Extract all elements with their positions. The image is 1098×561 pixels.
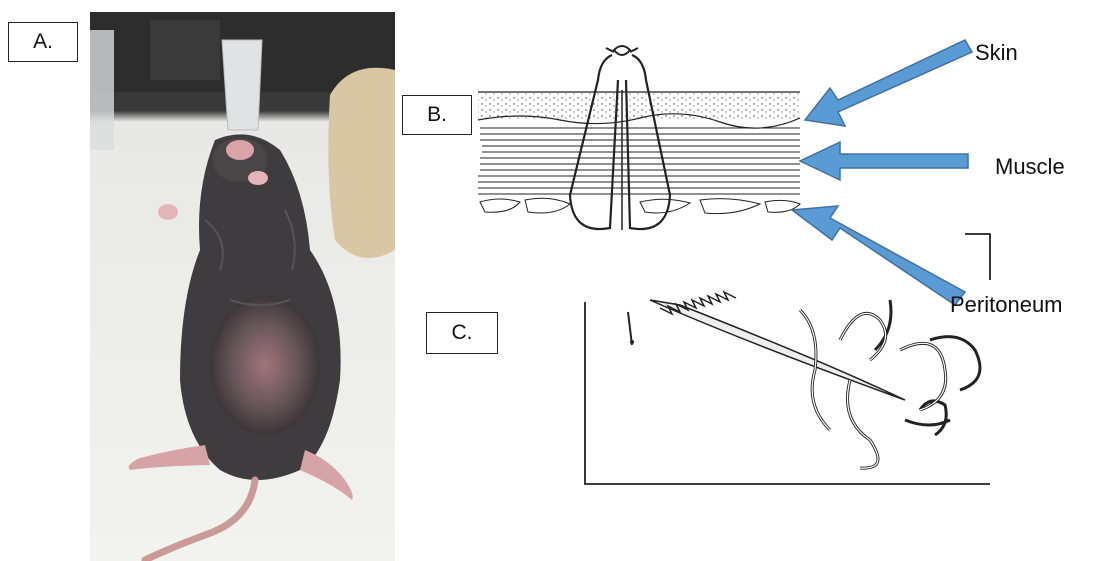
panel-label-c: C.: [426, 312, 498, 354]
tissue-layer-drawing: [478, 46, 800, 230]
arrow-to-muscle: [800, 142, 968, 180]
label-muscle: Muscle: [995, 154, 1065, 180]
label-peritoneum: Peritoneum: [950, 292, 1063, 318]
panel-label-b: B.: [402, 95, 472, 135]
arrow-to-skin: [805, 40, 972, 126]
mouse-photo: [90, 12, 395, 561]
label-skin: Skin: [975, 40, 1018, 66]
arrow-to-peritoneum: [792, 206, 965, 305]
running-suture-drawing: [585, 234, 990, 484]
panel-label-a: A.: [8, 22, 78, 62]
